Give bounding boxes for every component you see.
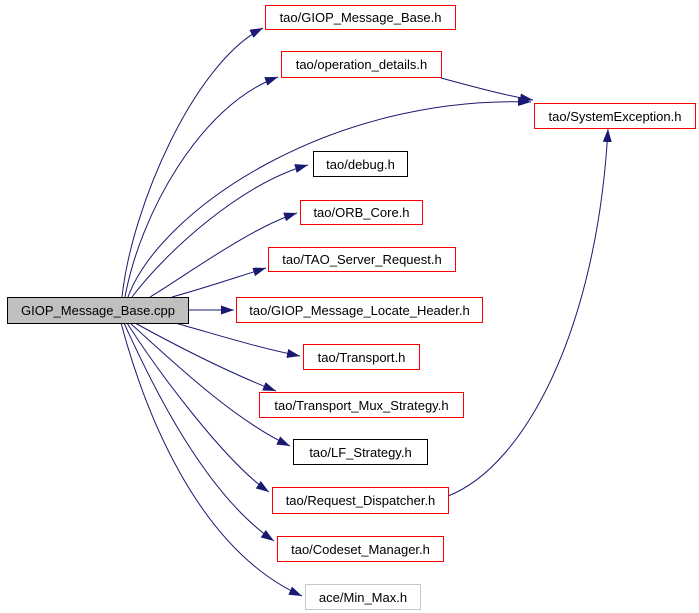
edge-src-to-debug-h [131, 164, 309, 298]
node-tao-giop-message-locate-header-h[interactable]: tao/GIOP_Message_Locate_Header.h [236, 297, 483, 323]
edge-src-to-codeset-manager-h [123, 322, 275, 542]
edge-src-to-transport-h [174, 322, 301, 358]
edge-src-to-min-max-h [120, 322, 303, 597]
node-giop-message-base-cpp: GIOP_Message_Base.cpp [7, 297, 189, 324]
edge-src-to-systemexception-h [127, 97, 532, 298]
node-tao-orb-core-h[interactable]: tao/ORB_Core.h [300, 200, 423, 225]
edge-src-to-tao-server-request-h [171, 267, 267, 298]
edge-src-to-operation-details-h [124, 76, 279, 298]
edge-src-to-transport-mux-strategy-h [134, 322, 277, 392]
node-tao-giop-message-base-h[interactable]: tao/GIOP_Message_Base.h [265, 5, 456, 30]
node-tao-transport-h[interactable]: tao/Transport.h [303, 344, 420, 370]
node-tao-tao-server-request-h[interactable]: tao/TAO_Server_Request.h [268, 247, 456, 272]
node-tao-request-dispatcher-h[interactable]: tao/Request_Dispatcher.h [272, 487, 449, 514]
node-tao-lf-strategy-h[interactable]: tao/LF_Strategy.h [293, 439, 428, 465]
node-tao-transport-mux-strategy-h[interactable]: tao/Transport_Mux_Strategy.h [259, 392, 464, 418]
edge-src-to-lf-strategy-h [129, 322, 291, 447]
edge-src-to-request-dispatcher-h [126, 322, 270, 493]
edge-src-to-giop-message-base-h [121, 27, 264, 298]
edge-operation-details-h-to-systemexception-h [440, 77, 534, 103]
node-ace-min-max-h: ace/Min_Max.h [305, 584, 421, 610]
node-tao-debug-h[interactable]: tao/debug.h [313, 151, 408, 177]
node-tao-systemexception-h[interactable]: tao/SystemException.h [534, 103, 696, 129]
edge-request-dispatcher-h-to-systemexception-h [447, 128, 612, 497]
node-tao-codeset-manager-h[interactable]: tao/Codeset_Manager.h [277, 536, 444, 562]
edge-src-to-orb-core-h [149, 212, 298, 298]
node-tao-operation-details-h[interactable]: tao/operation_details.h [281, 51, 442, 78]
